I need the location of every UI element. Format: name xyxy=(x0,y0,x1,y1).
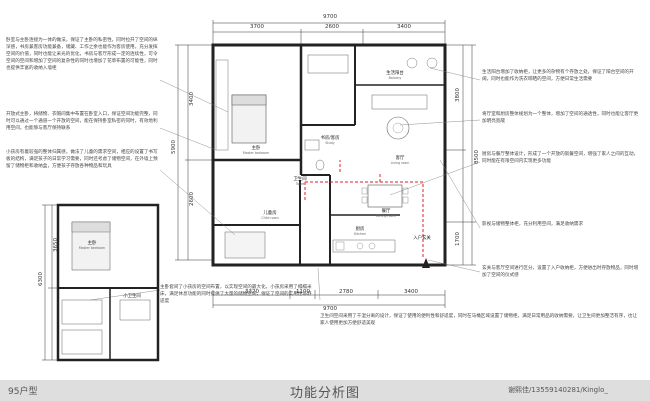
dim-bottom-4: 3400 xyxy=(404,289,418,295)
room-small-master-label: 主卧 xyxy=(87,241,97,246)
dim-bottom-2: 1100 xyxy=(296,289,310,295)
dim-left-1: 3400 xyxy=(189,92,195,106)
room-small-bath-label: 小卫生间 xyxy=(123,294,141,299)
floor-type-label: 95户型 xyxy=(8,387,38,397)
dim-right-3: 1700 xyxy=(455,232,461,246)
floor-plan-drawing xyxy=(42,20,481,362)
note-left-1: 卧室与主卧连接为一体的做法，保证了主卧的私密性，同时拉开了空间的纵深感，书房兼客… xyxy=(6,38,158,71)
room-kitchen: 厨房 Kitchen xyxy=(340,226,380,236)
room-small-master-en: Master bedroom xyxy=(78,246,106,250)
author-credit: 谢熙佳/13559140281/Kinglo_ xyxy=(508,386,608,394)
note-right-4: 影视与储物整体柜，充分利用空间，满足收纳需求 xyxy=(482,222,584,227)
room-dining-en: Dining room xyxy=(376,214,396,218)
dim-bottom-3: 2780 xyxy=(339,289,353,295)
room-balcony-label: 生活阳台 xyxy=(386,71,404,76)
room-living-en: Living room xyxy=(390,161,410,165)
room-master-label: 主卧 xyxy=(251,146,261,151)
note-right-3: 厨房与餐厅整体设计，形成了一个开放的就餐空间，增强了家人之间的互动，同时能在有限… xyxy=(482,152,639,164)
room-dining-label: 餐厅 xyxy=(381,209,391,214)
room-child-label: 儿童房 xyxy=(263,211,277,216)
dim-small-left-2: 6300 xyxy=(38,272,44,286)
dim-right-1: 3800 xyxy=(455,88,461,102)
room-bath: 卫生间 Toilet xyxy=(282,176,318,186)
room-balcony-en: Balcony xyxy=(388,76,402,80)
room-small-master: 主卧 Master bedroom xyxy=(72,240,112,250)
room-study: 书房/客房 Study xyxy=(310,135,350,145)
footer-bar: 95户型 功能分析图 谢熙佳/13559140281/Kinglo_ xyxy=(0,380,650,401)
dim-left-3: 5900 xyxy=(171,140,177,154)
note-bottom-1: 卫生间空间采用了干湿分离的设计，保证了使用的便利性和舒适度，同时在马桶区域设置了… xyxy=(320,314,637,326)
room-child: 儿童房 Child room xyxy=(250,210,290,220)
dim-right-2: 8500 xyxy=(474,150,480,164)
room-child-en: Child room xyxy=(261,216,279,220)
room-bath-en: Toilet xyxy=(295,182,305,186)
note-left-3: 小孩房有着较强的整体归属感，做法了儿童的需求空间，相应的设置了书写板的结构，满足… xyxy=(6,150,158,169)
note-left-4: 主卧套间了小孩房的空间布置，以实现空间的最大化，小孩房采用了榻榻米床，满足休息功… xyxy=(160,285,312,304)
dim-left-2: 2600 xyxy=(189,192,195,206)
dim-top-total: 9700 xyxy=(323,14,337,20)
room-small-bath: 小卫生间 xyxy=(112,293,152,299)
note-right-2: 将厅室和厨房整体规划为一个整体，增加了空间的通透性，同时也能让客厅更加明亮宽敞 xyxy=(482,112,639,124)
dim-top-left: 3700 xyxy=(250,24,264,30)
note-left-2: 开放式主卧，将储物、衣帽间集中布置在卧室入口，保证空间功能完整，同时可以通过一个… xyxy=(6,112,158,131)
room-kitchen-en: Kitchen xyxy=(354,232,366,236)
room-bath-label: 卫生间 xyxy=(293,177,307,182)
room-living: 客厅 Living room xyxy=(380,155,420,165)
dim-bottom-total: 9700 xyxy=(323,306,337,312)
room-balcony: 生活阳台 Balcony xyxy=(375,70,415,80)
room-study-en: Study xyxy=(325,141,335,145)
dim-top-right: 3400 xyxy=(397,24,411,30)
room-master-en: Master bedroom xyxy=(242,151,270,155)
room-entrance: 入户玄关 xyxy=(402,235,442,241)
note-right-1: 生活阳台增加了收纳柜，让更多的杂物有个存放之处，保证了阳台空间的开阔，同时也能作… xyxy=(482,70,634,82)
dim-small-left-1: 3650 xyxy=(53,238,59,252)
room-entrance-label: 入户玄关 xyxy=(413,236,431,241)
room-kitchen-label: 厨房 xyxy=(355,227,365,232)
dim-top-mid: 2600 xyxy=(325,24,339,30)
room-living-label: 客厅 xyxy=(395,156,405,161)
room-master: 主卧 Master bedroom xyxy=(236,145,276,155)
room-study-label: 书房/客房 xyxy=(320,136,340,141)
dim-bottom-1: 3320 xyxy=(245,289,259,295)
note-right-5: 玄关与客厅空间进行区分，设置了入户收纳柜，方便进出时存放物品，同时增加了空间的仪… xyxy=(482,266,639,278)
page-title: 功能分析图 xyxy=(290,386,361,401)
room-dining: 餐厅 Dining room xyxy=(366,208,406,218)
